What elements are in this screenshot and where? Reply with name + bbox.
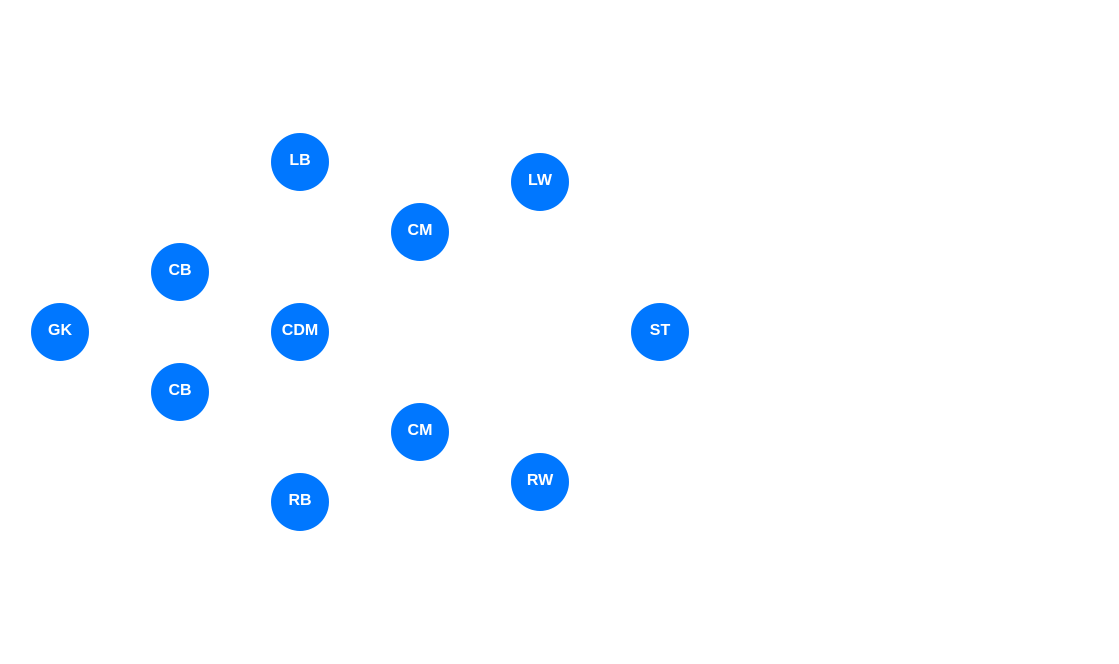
player-rb-label: RB [288,492,312,509]
player-cm-left-label: CM [407,222,433,239]
player-lw[interactable]: LW [511,153,569,211]
player-cdm[interactable]: CDM [271,303,329,361]
player-rw-label: RW [526,472,554,489]
player-gk-label: GK [48,322,72,339]
player-cm-left[interactable]: CM [391,203,449,261]
player-lb[interactable]: LB [271,133,329,191]
player-cb-left[interactable]: CB [151,243,209,301]
player-cb-left-label: CB [168,262,192,279]
player-cm-right-label: CM [407,422,433,439]
player-cm-right[interactable]: CM [391,403,449,461]
player-rb[interactable]: RB [271,473,329,531]
player-lb-label: LB [289,152,311,169]
player-cb-right[interactable]: CB [151,363,209,421]
player-gk[interactable]: GK [31,303,89,361]
player-cb-right-label: CB [168,382,192,399]
player-st-label: ST [649,322,671,339]
player-lw-label: LW [528,172,552,189]
player-cdm-label: CDM [281,322,319,339]
player-rw[interactable]: RW [511,453,569,511]
player-st[interactable]: ST [631,303,689,361]
